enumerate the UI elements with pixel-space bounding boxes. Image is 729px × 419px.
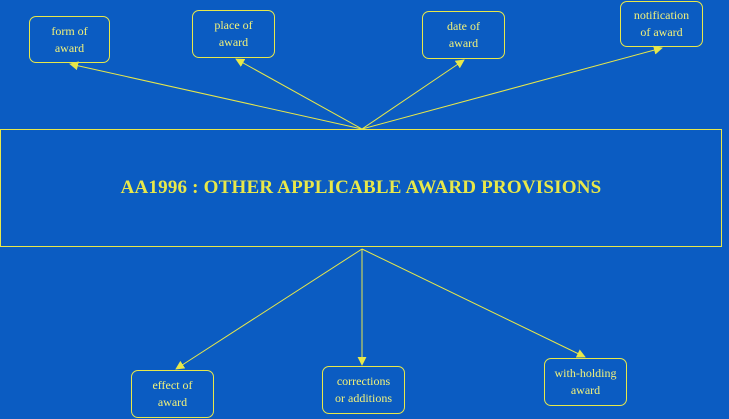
node-label: corrections or additions <box>335 374 392 405</box>
node-date-of-award[interactable]: date of award <box>422 11 505 59</box>
node-label: place of award <box>214 18 253 49</box>
node-effect-of-award[interactable]: effect of award <box>131 370 214 418</box>
node-form-of-award[interactable]: form of award <box>29 16 110 63</box>
node-label: with-holding award <box>554 366 617 397</box>
central-topic-box: AA1996 : OTHER APPLICABLE AWARD PROVISIO… <box>0 129 722 247</box>
node-label: effect of award <box>152 378 193 409</box>
connector-form-of-award <box>69 61 363 130</box>
node-corrections-or-additions[interactable]: corrections or additions <box>322 366 405 414</box>
node-label: date of award <box>447 19 480 50</box>
node-label: notification of award <box>633 8 690 39</box>
node-label: form of award <box>51 23 88 55</box>
node-with-holding-award[interactable]: with-holding award <box>544 358 627 406</box>
connector-effect-of-award <box>175 248 363 370</box>
connector-place-of-award <box>235 58 363 130</box>
node-place-of-award[interactable]: place of award <box>192 10 275 58</box>
connector-notification-of-award <box>361 45 663 130</box>
connector-date-of-award <box>361 59 465 130</box>
central-topic-title: AA1996 : OTHER APPLICABLE AWARD PROVISIO… <box>120 177 602 198</box>
node-notification-of-award[interactable]: notification of award <box>620 1 703 47</box>
connector-with-holding-award <box>361 248 586 358</box>
